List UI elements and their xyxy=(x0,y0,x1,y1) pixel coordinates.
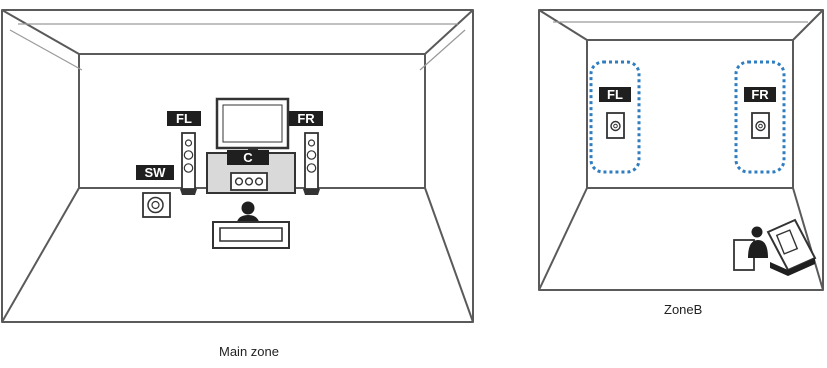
person-icon xyxy=(242,202,255,215)
zone-b-amplifier xyxy=(768,220,815,276)
subwoofer xyxy=(143,193,170,217)
front-left-speaker xyxy=(180,133,197,195)
main-zone-edge xyxy=(425,188,473,322)
main-zone-caption: Main zone xyxy=(219,344,279,359)
label-sw-main: SW xyxy=(136,165,174,180)
label-fl-main: FL xyxy=(167,111,201,126)
front-right-speaker xyxy=(303,133,320,195)
zone-b-fl-speaker xyxy=(607,113,624,138)
svg-text:FR: FR xyxy=(297,111,315,126)
svg-text:SW: SW xyxy=(145,165,167,180)
svg-text:FL: FL xyxy=(607,87,623,102)
listener-on-sofa xyxy=(213,202,289,249)
label-fr-zone-b: FR xyxy=(744,87,776,102)
main-zone-edge xyxy=(425,10,473,54)
zone-b-fr-speaker xyxy=(752,113,769,138)
center-speaker xyxy=(231,173,267,190)
label-fl-zone-b: FL xyxy=(599,87,631,102)
label-c-main: C xyxy=(227,150,269,165)
main-zone-edge xyxy=(2,188,79,322)
tv xyxy=(217,99,288,154)
svg-text:FL: FL xyxy=(176,111,192,126)
label-fr-main: FR xyxy=(289,111,323,126)
svg-text:C: C xyxy=(243,150,253,165)
zone-b-listener xyxy=(734,227,768,271)
zone-b-caption: ZoneB xyxy=(664,302,702,317)
person-icon xyxy=(752,227,763,238)
svg-text:FR: FR xyxy=(751,87,769,102)
